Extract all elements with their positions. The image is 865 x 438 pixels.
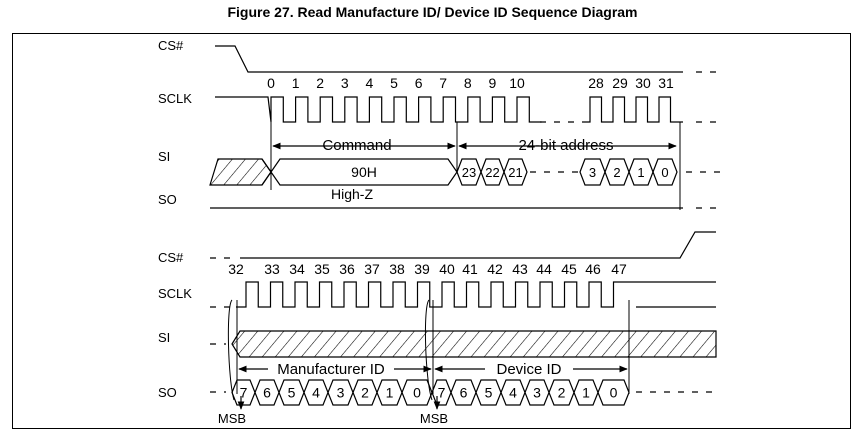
p2-clock-number: 33	[264, 261, 280, 277]
p2-msb-label-1: MSB	[218, 411, 246, 426]
p1-si-address-bit: 0	[661, 165, 668, 180]
p2-so-device-bit: 1	[582, 385, 590, 401]
p1-cs-line	[215, 45, 683, 73]
p2-so-device-bit: 4	[509, 385, 517, 401]
p2-manufacturer-label: Manufacturer ID	[277, 361, 385, 378]
p2-sclk-clock	[236, 281, 716, 308]
p1-si-address-bit-cell	[503, 158, 528, 186]
p2-clock-number: 46	[585, 261, 601, 277]
p1-si-address-bit: 23	[462, 165, 476, 180]
p2-msb-label-2: MSB	[420, 411, 448, 426]
p2-manufacturer-label-bg	[268, 359, 394, 377]
p1-si-hatch	[209, 158, 272, 186]
p2-sampling-curve-1	[227, 299, 235, 401]
p2-clock-number: 35	[314, 261, 330, 277]
p2-so-manufacturer-bit: 7	[240, 385, 248, 401]
p2-device-label: Device ID	[496, 361, 561, 378]
p1-clock-number: 10	[509, 75, 525, 91]
p1-clock-number: 30	[635, 75, 651, 91]
p2-cs-label: CS#	[158, 250, 184, 265]
p1-clock-number: 6	[415, 75, 423, 91]
diagram-frame	[12, 33, 851, 429]
p1-sclk-clock-a	[215, 96, 542, 123]
p2-clock-number: 37	[364, 261, 380, 277]
p2-clock-number: 36	[339, 261, 355, 277]
p2-so-manufacturer-bit: 5	[288, 385, 296, 401]
p1-clock-number: 28	[588, 75, 604, 91]
p1-clock-number: 31	[658, 75, 674, 91]
p2-clock-number: 38	[389, 261, 405, 277]
p2-so-device-bit: 2	[558, 385, 566, 401]
p1-sclk-label: SCLK	[158, 91, 192, 106]
p1-cs-label: CS#	[158, 38, 184, 53]
p1-si-address-bit: 21	[508, 165, 522, 180]
p2-clock-number: 41	[462, 261, 478, 277]
p2-so-manufacturer-bit: 3	[337, 385, 345, 401]
p1-clock-number: 8	[464, 75, 472, 91]
p2-so-device-bit: 3	[533, 385, 541, 401]
figure-title: Figure 27. Read Manufacture ID/ Device I…	[227, 4, 638, 20]
p1-clock-number: 7	[439, 75, 447, 91]
p2-clock-number: 47	[611, 261, 627, 277]
p1-si-address-bit: 22	[485, 165, 499, 180]
p2-so-manufacturer-bit: 0	[413, 385, 421, 401]
p2-so-manufacturer-bit: 1	[386, 385, 394, 401]
p2-clock-number: 34	[289, 261, 305, 277]
p1-address-label: 24-bit address	[518, 137, 613, 154]
p2-so-device-bit: 0	[610, 385, 618, 401]
p2-so-manufacturer-bit: 6	[263, 385, 271, 401]
p1-clock-number: 5	[390, 75, 398, 91]
p1-si-address-bit-cell	[652, 158, 678, 186]
p2-clock-number: 32	[228, 261, 244, 277]
p2-so-manufacturer-bit: 4	[312, 385, 320, 401]
p2-so-label: SO	[158, 385, 177, 400]
p2-sclk-label: SCLK	[158, 286, 192, 301]
p2-clock-number: 42	[487, 261, 503, 277]
p2-so-device-bit: 6	[460, 385, 468, 401]
p2-clock-number: 45	[561, 261, 577, 277]
p1-command-label: Command	[322, 137, 391, 154]
p1-clock-number: 1	[292, 75, 300, 91]
p2-so-manufacturer-bit: 2	[361, 385, 369, 401]
p2-clock-number: 43	[512, 261, 528, 277]
p2-clock-number: 40	[439, 261, 455, 277]
p1-sclk-clock-b	[584, 96, 683, 123]
p2-clock-number: 44	[536, 261, 552, 277]
p1-so-high-z: High-Z	[331, 186, 373, 202]
p2-device-label-bg	[485, 359, 573, 377]
p2-so-device-bit-cell	[597, 379, 630, 406]
p1-si-command-value: 90H	[351, 164, 377, 180]
p1-si-address-bit: 3	[589, 165, 596, 180]
p1-clock-number: 9	[489, 75, 497, 91]
p1-clock-number: 0	[267, 75, 275, 91]
p2-si-hatch	[231, 330, 717, 358]
p1-clock-number: 4	[366, 75, 374, 91]
p2-so-device-bit: 7	[438, 385, 446, 401]
p2-so-device-bit: 5	[485, 385, 493, 401]
p2-clock-number: 39	[414, 261, 430, 277]
p1-si-address-bit: 2	[613, 165, 620, 180]
p1-si-label: SI	[158, 149, 170, 164]
p1-clock-number: 29	[612, 75, 628, 91]
p1-si-address-bit: 1	[637, 165, 644, 180]
p1-clock-number: 3	[341, 75, 349, 91]
p1-clock-number: 2	[316, 75, 324, 91]
p1-so-label: SO	[158, 192, 177, 207]
p2-cs-line	[240, 231, 716, 259]
p2-si-label: SI	[158, 330, 170, 345]
